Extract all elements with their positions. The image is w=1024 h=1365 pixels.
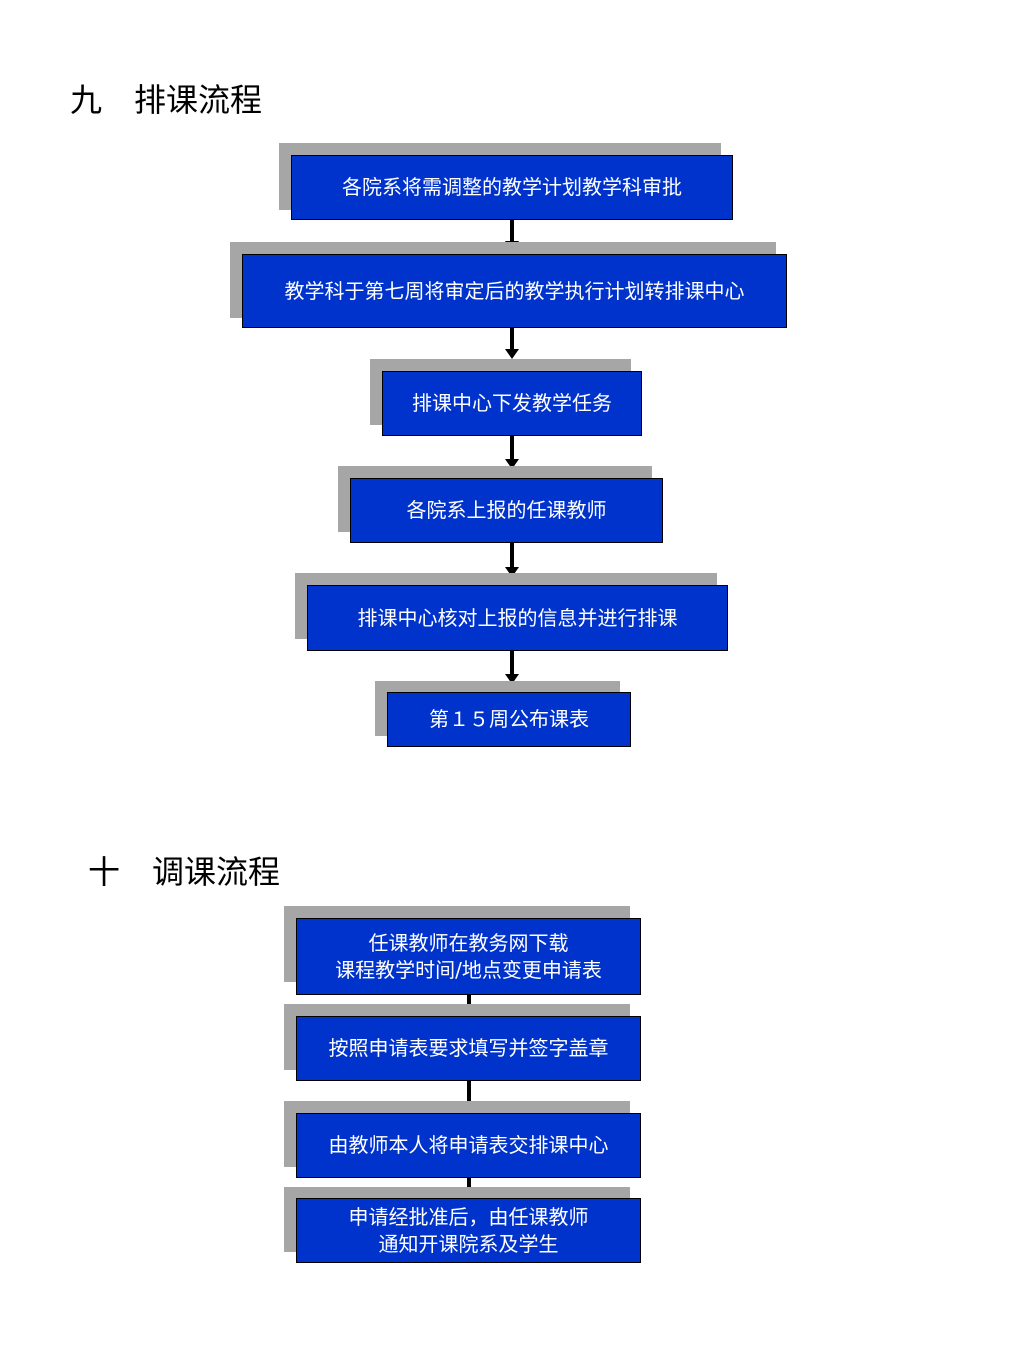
step-box: 按照申请表要求填写并签字盖章 [296, 1016, 641, 1081]
section-title-scheduling: 九 排课流程 [70, 81, 263, 119]
step-box: 任课教师在教务网下载 课程教学时间/地点变更申请表 [296, 918, 641, 995]
arrow-down [505, 436, 519, 469]
arrow-down [505, 328, 519, 359]
step-box: 各院系上报的任课教师 [350, 478, 663, 543]
step-box: 教学科于第七周将审定后的教学执行计划转排课中心 [242, 254, 787, 328]
step-label: 教学科于第七周将审定后的教学执行计划转排课中心 [284, 278, 745, 303]
section-title-rescheduling: 十 调课流程 [88, 853, 281, 891]
step-label: 由教师本人将申请表交排课中心 [328, 1133, 609, 1157]
step-box: 申请经批准后，由任课教师 通知开课院系及学生 [296, 1198, 641, 1263]
step-box: 各院系将需调整的教学计划教学科审批 [291, 155, 733, 220]
step-label: 申请经批准后，由任课教师 通知开课院系及学生 [348, 1204, 589, 1256]
arrow-down [505, 220, 519, 251]
step-label: 各院系将需调整的教学计划教学科审批 [342, 175, 682, 199]
arrow-down [505, 651, 519, 684]
arrow-down [505, 543, 519, 577]
step-label: 按照申请表要求填写并签字盖章 [328, 1036, 609, 1060]
step-label: 任课教师在教务网下载 课程教学时间/地点变更申请表 [335, 930, 602, 982]
step-box: 由教师本人将申请表交排课中心 [296, 1113, 641, 1178]
step-box: 排课中心下发教学任务 [382, 371, 642, 436]
step-label: 排课中心下发教学任务 [412, 391, 612, 415]
step-label: 排课中心核对上报的信息并进行排课 [357, 605, 678, 630]
step-label: 第１５周公布课表 [429, 707, 589, 731]
step-box: 第１５周公布课表 [387, 692, 631, 747]
step-box: 排课中心核对上报的信息并进行排课 [307, 585, 728, 651]
step-label: 各院系上报的任课教师 [406, 498, 607, 522]
